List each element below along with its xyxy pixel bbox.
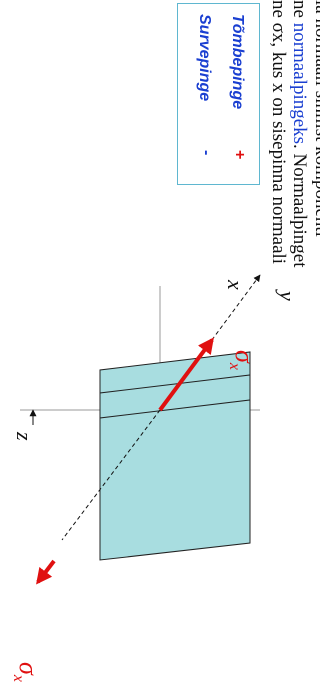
stress-subscript: x xyxy=(226,362,243,370)
z-axis-label: z xyxy=(12,431,37,441)
stress-subscript-front: x xyxy=(10,674,27,682)
stress-symbol: σ xyxy=(230,350,259,364)
stress-arrow-front xyxy=(36,559,56,585)
stress-arrow-back xyxy=(158,337,214,412)
x-axis-label: x xyxy=(223,279,248,290)
stress-label-back: σx xyxy=(226,350,259,370)
x-axis-extension xyxy=(61,409,161,541)
y-axis-label: y xyxy=(275,289,300,301)
stress-symbol-front: σ xyxy=(14,662,43,676)
stress-plate-front xyxy=(99,399,251,561)
stress-label-front: σx xyxy=(10,662,43,682)
